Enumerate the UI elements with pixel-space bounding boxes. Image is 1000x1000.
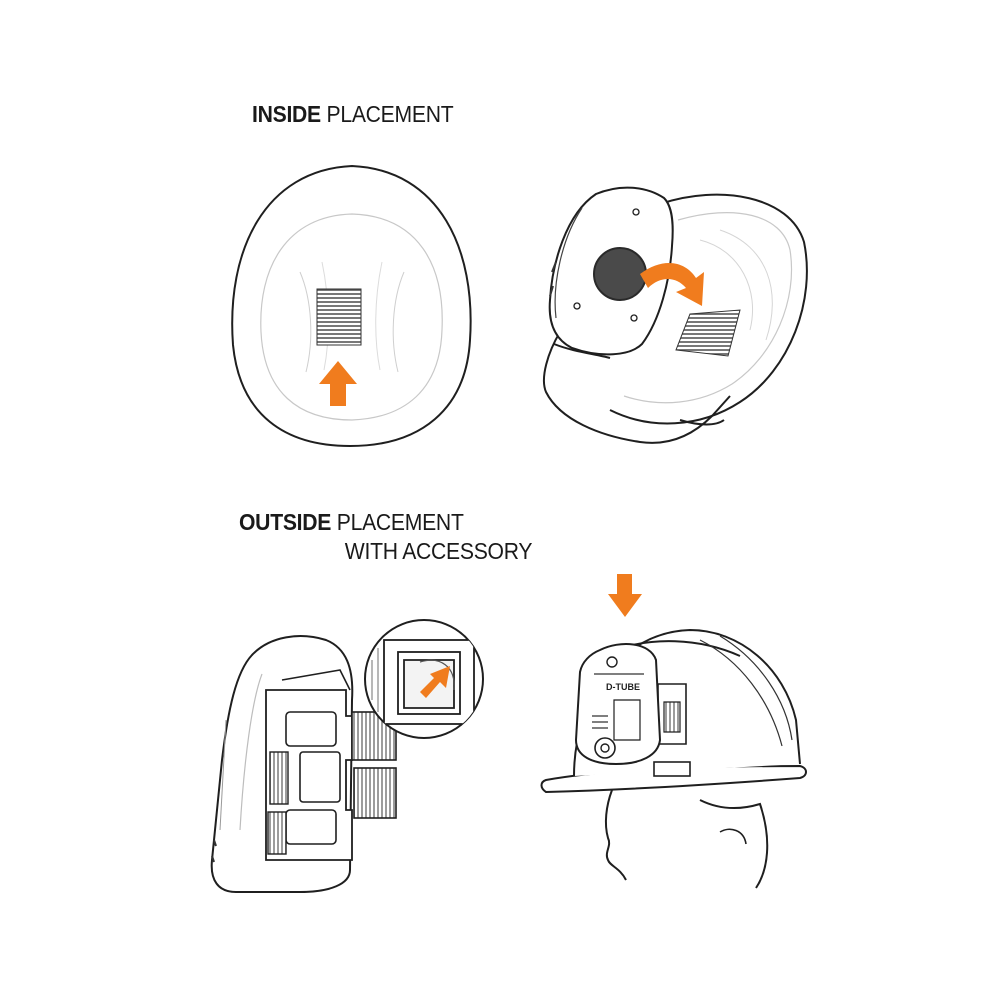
device-brand-label: D-TUBE bbox=[606, 682, 640, 692]
arrow-down-icon bbox=[608, 574, 642, 617]
inside-heading-rest: PLACEMENT bbox=[326, 101, 454, 127]
curved-arrow-icon bbox=[640, 262, 704, 306]
arrow-up-icon bbox=[319, 361, 357, 406]
inside-placement-heading: INSIDE PLACEMENT bbox=[252, 100, 454, 129]
helmet-interior-illustration bbox=[231, 164, 472, 448]
inside-heading-bold: INSIDE bbox=[252, 101, 321, 127]
outside-placement-heading: OUTSIDE PLACEMENT WITH ACCESSORY bbox=[239, 508, 532, 566]
outside-heading-bold: OUTSIDE bbox=[239, 509, 332, 535]
outside-heading-line2: WITH ACCESSORY bbox=[344, 538, 533, 564]
device-attach-illustration bbox=[542, 186, 808, 444]
hardhat-worn-illustration bbox=[540, 628, 807, 889]
curved-arrow-icon bbox=[420, 666, 450, 698]
magnifier-inset bbox=[364, 619, 484, 739]
outside-heading-rest: PLACEMENT bbox=[336, 509, 464, 535]
accessory-clip-illustration bbox=[210, 635, 397, 893]
